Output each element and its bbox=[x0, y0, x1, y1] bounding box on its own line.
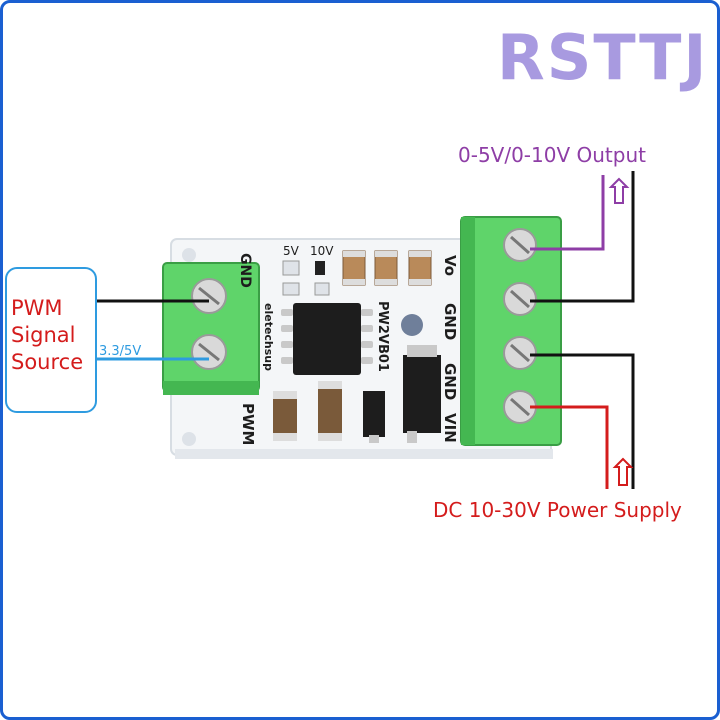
silk-10v: 10V bbox=[310, 244, 334, 258]
output-label: 0-5V/0-10V Output bbox=[458, 143, 646, 167]
source-line-2: Signal bbox=[11, 323, 76, 347]
wiring bbox=[95, 171, 635, 489]
module-photo: GND PWM 5V 10V PW2VB01 eletechsup Vo GND… bbox=[95, 171, 635, 489]
silkscreen: GND PWM 5V 10V PW2VB01 eletechsup Vo GND… bbox=[237, 244, 459, 445]
output-arrow-icon bbox=[608, 177, 630, 204]
output-wire bbox=[530, 175, 605, 251]
source-line-1: PWM bbox=[11, 296, 63, 320]
vin-wire bbox=[530, 405, 609, 489]
silk-vo: Vo bbox=[441, 255, 459, 276]
input-terminal-block bbox=[162, 262, 260, 395]
signal-source-label: PWM Signal Source bbox=[11, 295, 83, 376]
silk-gnd-2: GND bbox=[441, 363, 459, 400]
silk-gnd-1: GND bbox=[441, 303, 459, 340]
brand-logo: RSTTJ bbox=[497, 21, 709, 94]
components bbox=[273, 250, 441, 443]
silk-maker: eletechsup bbox=[262, 303, 275, 371]
silk-gnd-left: GND bbox=[237, 253, 253, 288]
source-line-3: Source bbox=[11, 350, 84, 374]
silk-vin: VIN bbox=[441, 413, 459, 443]
gnd-power-wire bbox=[530, 353, 635, 489]
power-supply-label: DC 10-30V Power Supply bbox=[433, 498, 682, 522]
output-terminal-block bbox=[460, 216, 562, 446]
silk-5v: 5V bbox=[283, 244, 300, 258]
signal-voltage-label: 3.3/5V bbox=[99, 344, 142, 359]
flow-arrows bbox=[608, 177, 634, 486]
silk-pwm: PWM bbox=[239, 403, 257, 445]
signal-source-box bbox=[5, 267, 97, 413]
gnd-output-wire bbox=[530, 171, 635, 303]
power-arrow-icon bbox=[612, 457, 634, 486]
silk-model: PW2VB01 bbox=[375, 301, 390, 372]
